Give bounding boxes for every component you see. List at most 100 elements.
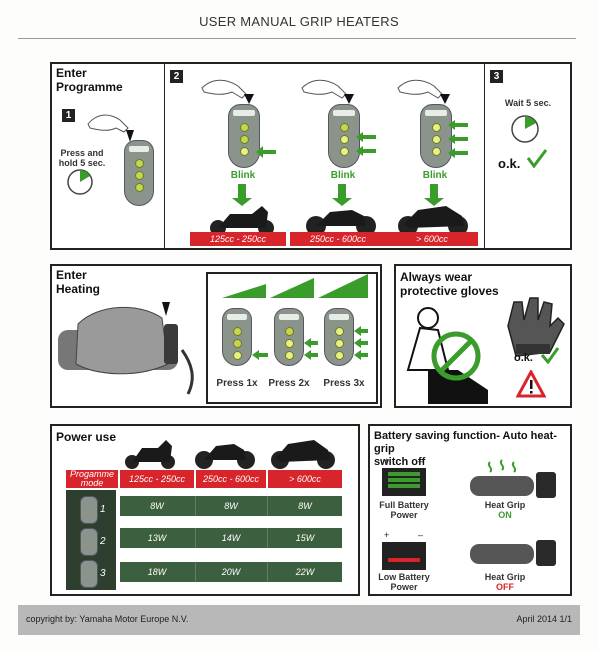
heating-heading: Enter Heating — [56, 268, 100, 296]
programme-divider-1 — [164, 64, 165, 248]
hand-pointer-icon — [87, 114, 134, 142]
press-1x-label: Press 1x — [216, 378, 258, 389]
green-arrow-head — [354, 350, 361, 360]
plus-sign: + — [384, 530, 390, 540]
heat-grip-off-icon — [470, 540, 556, 566]
green-arrow — [362, 135, 376, 139]
table-cell: 8W — [224, 501, 238, 511]
green-arrow — [362, 149, 376, 153]
sport-bike-icon — [271, 440, 335, 469]
variant-3: Blink > 600cc — [386, 74, 486, 246]
down-arrow — [430, 184, 438, 198]
checkmark-icon — [540, 347, 560, 364]
press-2x-label: Press 2x — [268, 378, 310, 389]
grip-off-state: OFF — [496, 582, 514, 592]
green-arrow — [258, 353, 268, 357]
rider-image — [406, 307, 488, 404]
table-cell: 22W — [295, 567, 315, 577]
mode-remote-3 — [80, 560, 98, 588]
page-title: USER MANUAL GRIP HEATERS — [199, 14, 399, 29]
level-bar-3 — [318, 274, 368, 298]
programme-panel: Enter Programme 1 Press and hold 5 sec. … — [50, 62, 572, 250]
heat-grip-on-icon — [470, 459, 556, 498]
mode-1-label: 1 — [100, 504, 106, 515]
col-header-2: 250cc - 600cc — [196, 470, 266, 488]
battery-heading-line1: Battery saving function- Auto heat-grip — [374, 430, 557, 455]
programme-heading-line1: Enter — [56, 66, 87, 80]
cc-label-3: > 600cc — [386, 232, 478, 246]
remote-variant-1 — [228, 104, 260, 168]
cc-label-2: 250cc - 600cc — [290, 232, 386, 246]
remote-variant-3 — [420, 104, 452, 168]
title-rule — [18, 38, 576, 39]
battery-heading-line2: switch off — [374, 456, 426, 468]
heating-heading-line2: Heating — [56, 282, 101, 296]
wait-label: Wait 5 sec. — [504, 98, 552, 108]
power-heading: Power use — [56, 430, 117, 444]
gloves-ok-label: o.k. — [514, 352, 533, 364]
full-battery-label-line2: Power — [390, 510, 418, 520]
variant-1: Blink 125cc - 250cc — [190, 74, 290, 246]
step-1-text-line1: Press and — [60, 148, 104, 158]
green-arrow-head — [256, 146, 263, 158]
grip-off-label: Heat Grip OFF — [470, 572, 540, 592]
hand-on-grip-image — [58, 302, 194, 395]
table-cell: 13W — [147, 533, 167, 543]
green-arrow-head — [354, 338, 361, 348]
low-battery-label: Low Battery Power — [370, 572, 438, 592]
table-row: 18W 20W 22W — [120, 562, 342, 582]
green-arrow — [262, 150, 276, 154]
blink-label: Blink — [230, 170, 256, 181]
heating-detail-box: Press 1x Press 2x Press 3x — [206, 272, 378, 404]
programme-heading: Enter Programme — [56, 66, 123, 94]
battery-panel: Battery saving function- Auto heat-grip … — [368, 424, 572, 596]
hand-pointer-icon — [301, 79, 354, 104]
grip-on-label: Heat Grip ON — [470, 500, 540, 520]
green-arrow-head — [252, 350, 259, 360]
table-cell: 14W — [221, 533, 241, 543]
green-arrow-head — [448, 148, 455, 158]
grip-on-state: ON — [498, 510, 512, 520]
mode-column: 1 2 3 — [66, 490, 116, 590]
step-1-badge: 1 — [62, 109, 75, 122]
green-arrow — [310, 341, 318, 345]
step-2-badge: 2 — [170, 70, 183, 83]
table-row: 13W 14W 15W — [120, 528, 342, 548]
green-arrow — [360, 329, 368, 333]
blink-label: Blink — [330, 170, 356, 181]
green-arrow — [454, 123, 468, 127]
programme-heading-line2: Programme — [56, 80, 123, 94]
timer-icon — [67, 169, 93, 195]
full-battery-icon — [382, 468, 426, 496]
table-cell: 15W — [295, 533, 315, 543]
gloves-heading-line2: protective gloves — [400, 284, 499, 298]
full-battery-label: Full Battery Power — [370, 500, 438, 520]
remote-press-3 — [324, 308, 354, 366]
gloves-heading: Always wear protective gloves — [400, 270, 499, 298]
minus-sign: – — [418, 456, 424, 466]
green-arrow-head — [356, 132, 363, 142]
power-panel: Power use Progamme mode 125cc - 250cc 25… — [50, 424, 360, 596]
sport-bike-icon — [398, 206, 468, 236]
low-battery-label-line1: Low Battery — [378, 572, 430, 582]
green-arrow-head — [304, 338, 311, 348]
green-arrow — [360, 353, 368, 357]
green-arrow — [454, 151, 468, 155]
green-arrow-head — [448, 134, 455, 144]
variant-2: Blink 250cc - 600cc — [290, 74, 390, 246]
green-arrow-head — [356, 146, 363, 156]
glove-image — [507, 297, 565, 357]
table-cell: 18W — [147, 567, 167, 577]
down-arrow-head — [332, 198, 352, 206]
footer-bar: copyright by: Yamaha Motor Europe N.V. A… — [18, 605, 580, 635]
timer-icon — [511, 115, 539, 143]
heating-heading-line1: Enter — [56, 268, 87, 282]
hand-pointer-icon — [201, 79, 254, 104]
col-header-mode-line2: mode — [80, 478, 104, 488]
mode-2-label: 2 — [100, 536, 106, 547]
col-header-3: > 600cc — [268, 470, 342, 488]
mode-remote-2 — [80, 528, 98, 556]
green-arrow — [310, 353, 318, 357]
mode-remote-1 — [80, 496, 98, 524]
blink-label: Blink — [422, 170, 448, 181]
